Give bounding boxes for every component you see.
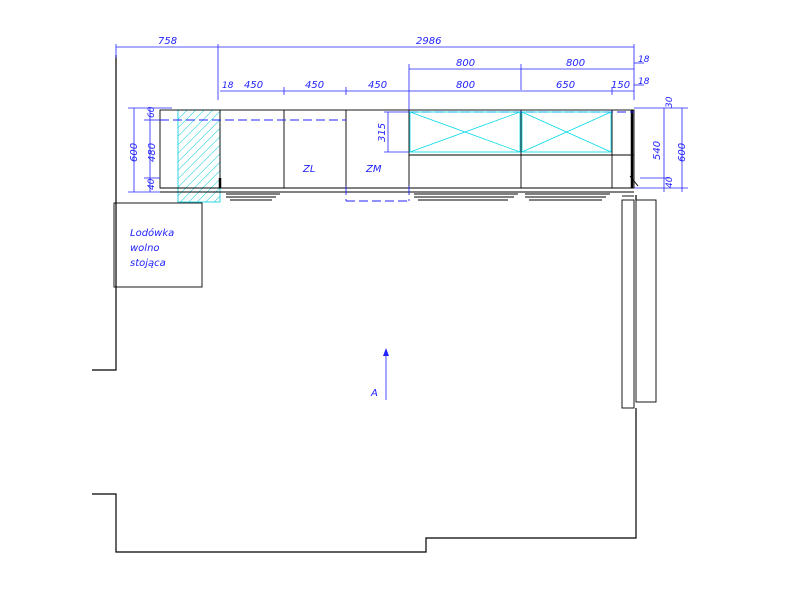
glass-panels bbox=[409, 111, 612, 153]
dim-row2-800a: 800 bbox=[456, 58, 475, 69]
dim-left-480: 480 bbox=[147, 143, 158, 162]
view-arrow-a: A bbox=[370, 348, 389, 400]
dim-top-758: 758 bbox=[158, 36, 177, 47]
dim-row3-450b: 450 bbox=[305, 80, 324, 91]
right-wall-window bbox=[621, 195, 657, 409]
dim-right-40: 40 bbox=[665, 176, 675, 188]
dim-left-600: 600 bbox=[129, 143, 140, 162]
room-walls bbox=[92, 55, 637, 553]
dim-row3-650: 650 bbox=[556, 80, 575, 91]
top-dimensions: 758 2986 800 800 18 450 450 450 800 650 … bbox=[115, 36, 650, 110]
dim-row3-450a: 450 bbox=[244, 80, 263, 91]
dim-left-60: 60 bbox=[147, 106, 157, 118]
dim-top-2986: 2986 bbox=[416, 36, 441, 47]
dim-row3-800: 800 bbox=[456, 80, 475, 91]
dim-18-left: 18 bbox=[222, 81, 234, 91]
fridge-label-line3: stojąca bbox=[130, 258, 166, 269]
dim-right-600: 600 bbox=[677, 143, 688, 162]
fridge-label-line1: Lodówka bbox=[130, 227, 174, 239]
plinth-lines bbox=[226, 193, 610, 201]
hatched-column bbox=[177, 109, 221, 203]
dim-row3-450c: 450 bbox=[368, 80, 387, 91]
dim-row3-150: 150 bbox=[611, 80, 630, 91]
dim-right-540: 540 bbox=[652, 141, 663, 160]
cabinet-label-zm: ZM bbox=[365, 164, 382, 175]
fridge-label-line2: wolno bbox=[130, 243, 160, 254]
dim-18-right-top: 18 bbox=[638, 55, 650, 65]
left-dimensions: 600 480 60 40 bbox=[128, 106, 172, 193]
dim-18-right-mid: 18 bbox=[638, 77, 650, 87]
cabinet-label-zl: ZL bbox=[302, 164, 315, 175]
fridge-box[interactable]: Lodówka wolno stojąca bbox=[113, 202, 203, 288]
cabinet-row bbox=[159, 109, 639, 202]
dim-mid-315: 315 bbox=[377, 123, 388, 142]
view-label-a: A bbox=[370, 388, 378, 399]
dim-right-30: 30 bbox=[665, 96, 675, 108]
mid-dimension: 315 bbox=[377, 111, 409, 153]
dim-row2-800b: 800 bbox=[566, 58, 585, 69]
dim-left-40: 40 bbox=[147, 178, 157, 190]
right-dimensions: 30 540 600 40 bbox=[634, 96, 688, 192]
